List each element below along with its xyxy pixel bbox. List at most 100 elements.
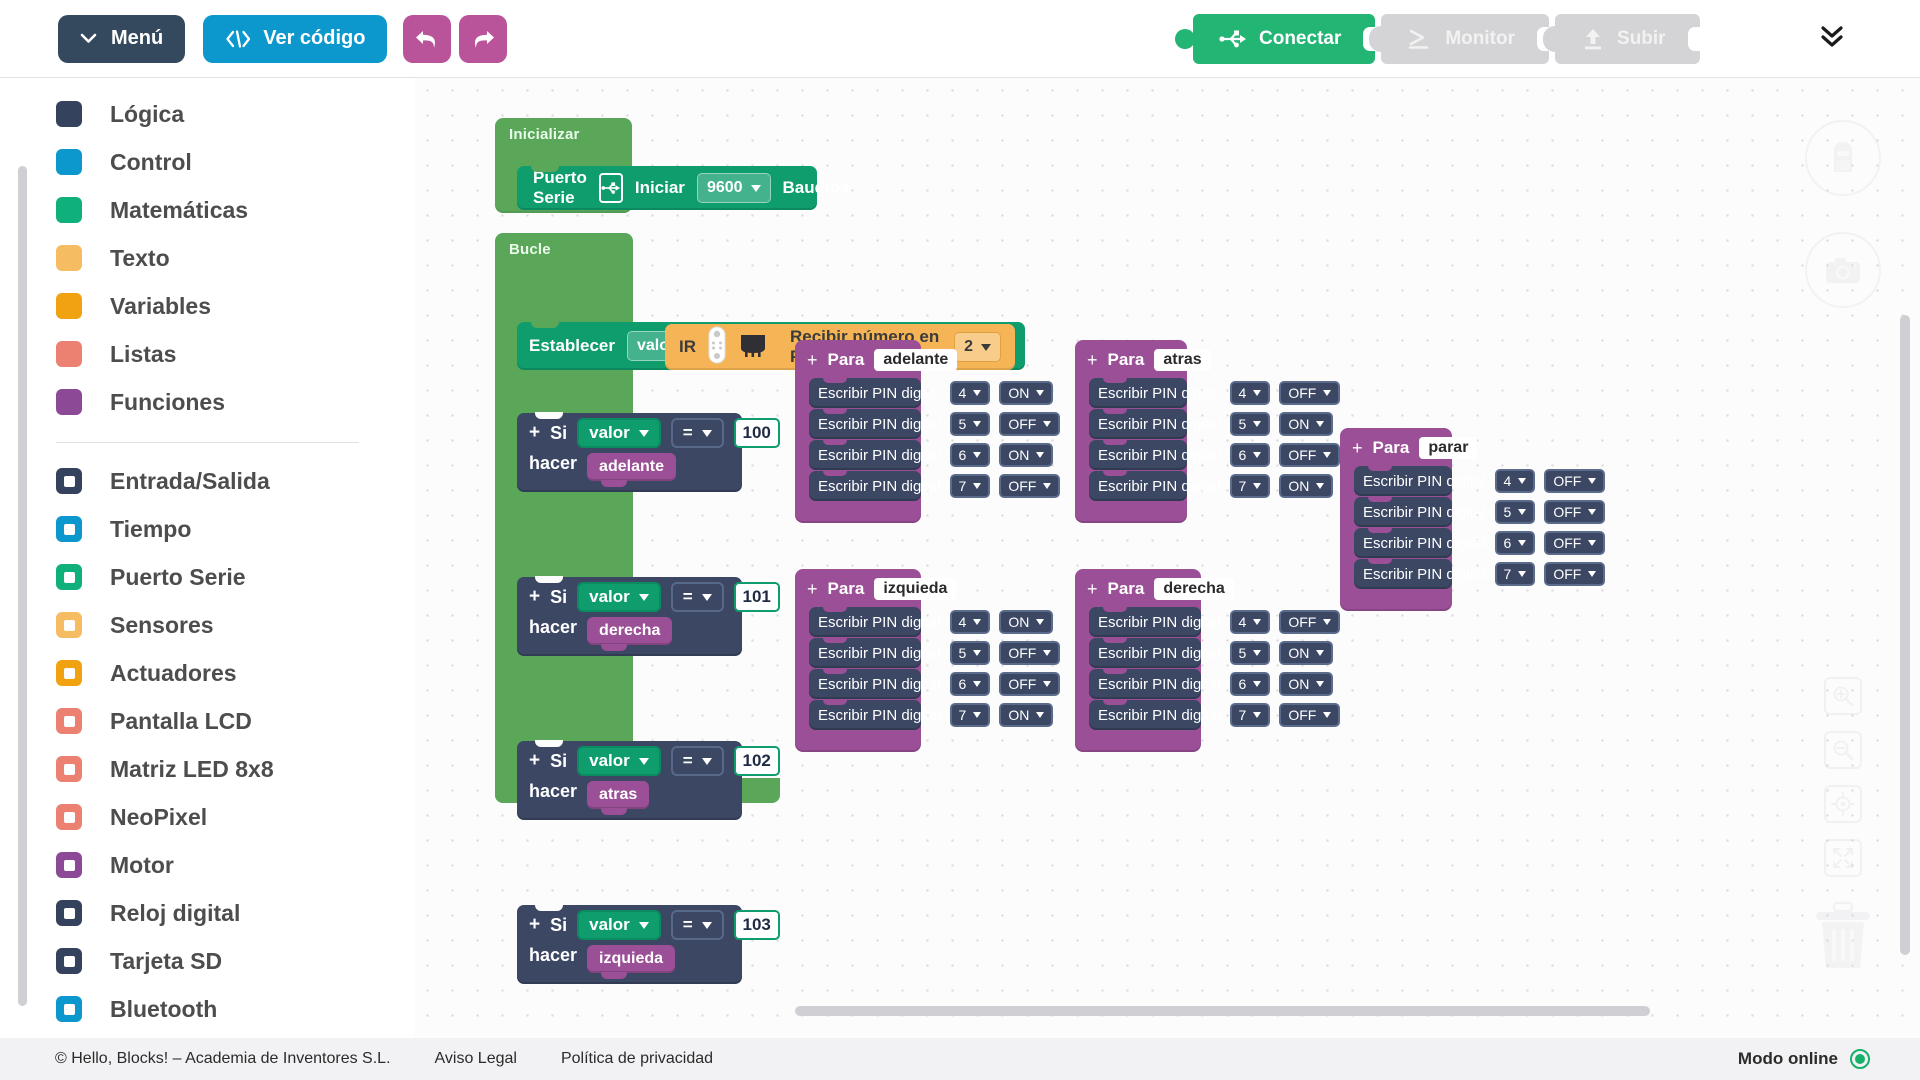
add-parameter-button[interactable]: + — [1352, 437, 1363, 458]
blocks-canvas[interactable]: Inicializar Puerto Serie Iniciar 9600 Ba… — [415, 78, 1920, 1038]
procedure-name-field[interactable]: atras — [1154, 349, 1211, 371]
sidebar-item-tarjeta-sd[interactable]: Tarjeta SD — [0, 937, 415, 985]
monitor-button[interactable]: Monitor — [1381, 14, 1550, 64]
pin-number-select[interactable]: 7 — [1229, 474, 1271, 498]
privacy-policy-link[interactable]: Política de privacidad — [560, 1050, 714, 1067]
loop-block[interactable]: Bucle — [495, 233, 633, 803]
pin-state-select[interactable]: OFF — [1279, 703, 1341, 727]
zoom-out-tool[interactable] — [1824, 731, 1862, 769]
pin-number-select[interactable]: 5 — [949, 412, 991, 436]
sidebar-item-control[interactable]: Control — [0, 138, 415, 186]
sidebar-item-matem-ticas[interactable]: Matemáticas — [0, 186, 415, 234]
sidebar-item-entrada-salida[interactable]: Entrada/Salida — [0, 457, 415, 505]
fullscreen-tool[interactable] — [1824, 839, 1862, 877]
pin-number-select[interactable]: 4 — [949, 610, 991, 634]
if-operator-select[interactable]: = — [670, 582, 724, 612]
if-variable-select[interactable]: valor — [577, 910, 661, 940]
legal-notice-link[interactable]: Aviso Legal — [434, 1050, 517, 1067]
if-operator-select[interactable]: = — [670, 910, 724, 940]
pin-state-select[interactable]: ON — [999, 703, 1054, 727]
pin-state-select[interactable]: OFF — [1279, 381, 1341, 405]
baud-rate-select[interactable]: 9600 — [696, 173, 771, 203]
procedure-name-field[interactable]: derecha — [1154, 578, 1234, 600]
if-compare-value[interactable]: 100 — [733, 418, 780, 448]
add-parameter-button[interactable]: + — [807, 349, 818, 370]
pin-number-select[interactable]: 6 — [949, 443, 991, 467]
sidebar-item-neopixel[interactable]: NeoPixel — [0, 793, 415, 841]
backpack-tool[interactable] — [1805, 120, 1881, 196]
pin-number-select[interactable]: 5 — [1229, 641, 1271, 665]
pin-number-select[interactable]: 6 — [1229, 672, 1271, 696]
pin-number-select[interactable]: 4 — [1229, 610, 1271, 634]
procedure-call-block[interactable]: izquieda — [587, 945, 676, 979]
pin-state-select[interactable]: ON — [1279, 672, 1334, 696]
pin-number-select[interactable]: 6 — [949, 672, 991, 696]
upload-button[interactable]: Subir — [1555, 14, 1700, 64]
pin-state-select[interactable]: ON — [999, 381, 1054, 405]
view-code-button[interactable]: Ver código — [203, 14, 388, 63]
if-operator-select[interactable]: = — [670, 418, 724, 448]
add-parameter-button[interactable]: + — [1087, 349, 1098, 370]
if-compare-value[interactable]: 103 — [733, 910, 780, 940]
sidebar-item-tiempo[interactable]: Tiempo — [0, 505, 415, 553]
procedure-name-field[interactable]: izquieda — [874, 578, 957, 600]
pin-state-select[interactable]: ON — [1279, 474, 1334, 498]
sidebar-item-bluetooth[interactable]: Bluetooth — [0, 985, 415, 1033]
pin-number-select[interactable]: 5 — [1494, 500, 1536, 524]
trash-tool[interactable] — [1812, 898, 1874, 975]
sidebar-item-l-gica[interactable]: Lógica — [0, 90, 415, 138]
if-variable-select[interactable]: valor — [577, 746, 661, 776]
camera-tool[interactable] — [1805, 232, 1881, 308]
sidebar-item-reloj-digital[interactable]: Reloj digital — [0, 889, 415, 937]
canvas-horizontal-scrollbar[interactable] — [795, 1006, 1650, 1016]
if-variable-select[interactable]: valor — [577, 418, 661, 448]
pin-number-select[interactable]: 4 — [1229, 381, 1271, 405]
if-compare-value[interactable]: 102 — [733, 746, 780, 776]
center-tool[interactable] — [1824, 785, 1862, 823]
sidebar-item-variables[interactable]: Variables — [0, 282, 415, 330]
pin-number-select[interactable]: 4 — [949, 381, 991, 405]
pin-number-select[interactable]: 7 — [949, 474, 991, 498]
pin-state-select[interactable]: ON — [999, 610, 1054, 634]
pin-number-select[interactable]: 7 — [1229, 703, 1271, 727]
pin-state-select[interactable]: OFF — [1544, 562, 1606, 586]
add-else-button[interactable]: + — [529, 914, 541, 935]
sidebar-item-funciones[interactable]: Funciones — [0, 378, 415, 426]
pin-number-select[interactable]: 6 — [1229, 443, 1271, 467]
procedure-call-block[interactable]: atras — [587, 781, 650, 815]
pin-state-select[interactable]: OFF — [1279, 610, 1341, 634]
pin-state-select[interactable]: OFF — [1279, 443, 1341, 467]
pin-number-select[interactable]: 5 — [1229, 412, 1271, 436]
pin-number-select[interactable]: 4 — [1494, 469, 1536, 493]
sidebar-scrollbar[interactable] — [18, 166, 27, 1006]
pin-number-select[interactable]: 7 — [1494, 562, 1536, 586]
pin-state-select[interactable]: OFF — [999, 672, 1061, 696]
pin-number-select[interactable]: 5 — [949, 641, 991, 665]
zoom-in-tool[interactable] — [1824, 677, 1862, 715]
pin-state-select[interactable]: OFF — [1544, 531, 1606, 555]
procedure-name-field[interactable]: parar — [1419, 437, 1478, 459]
pin-state-select[interactable]: ON — [1279, 412, 1334, 436]
add-else-button[interactable]: + — [529, 586, 541, 607]
procedure-call-block[interactable]: adelante — [587, 453, 676, 487]
